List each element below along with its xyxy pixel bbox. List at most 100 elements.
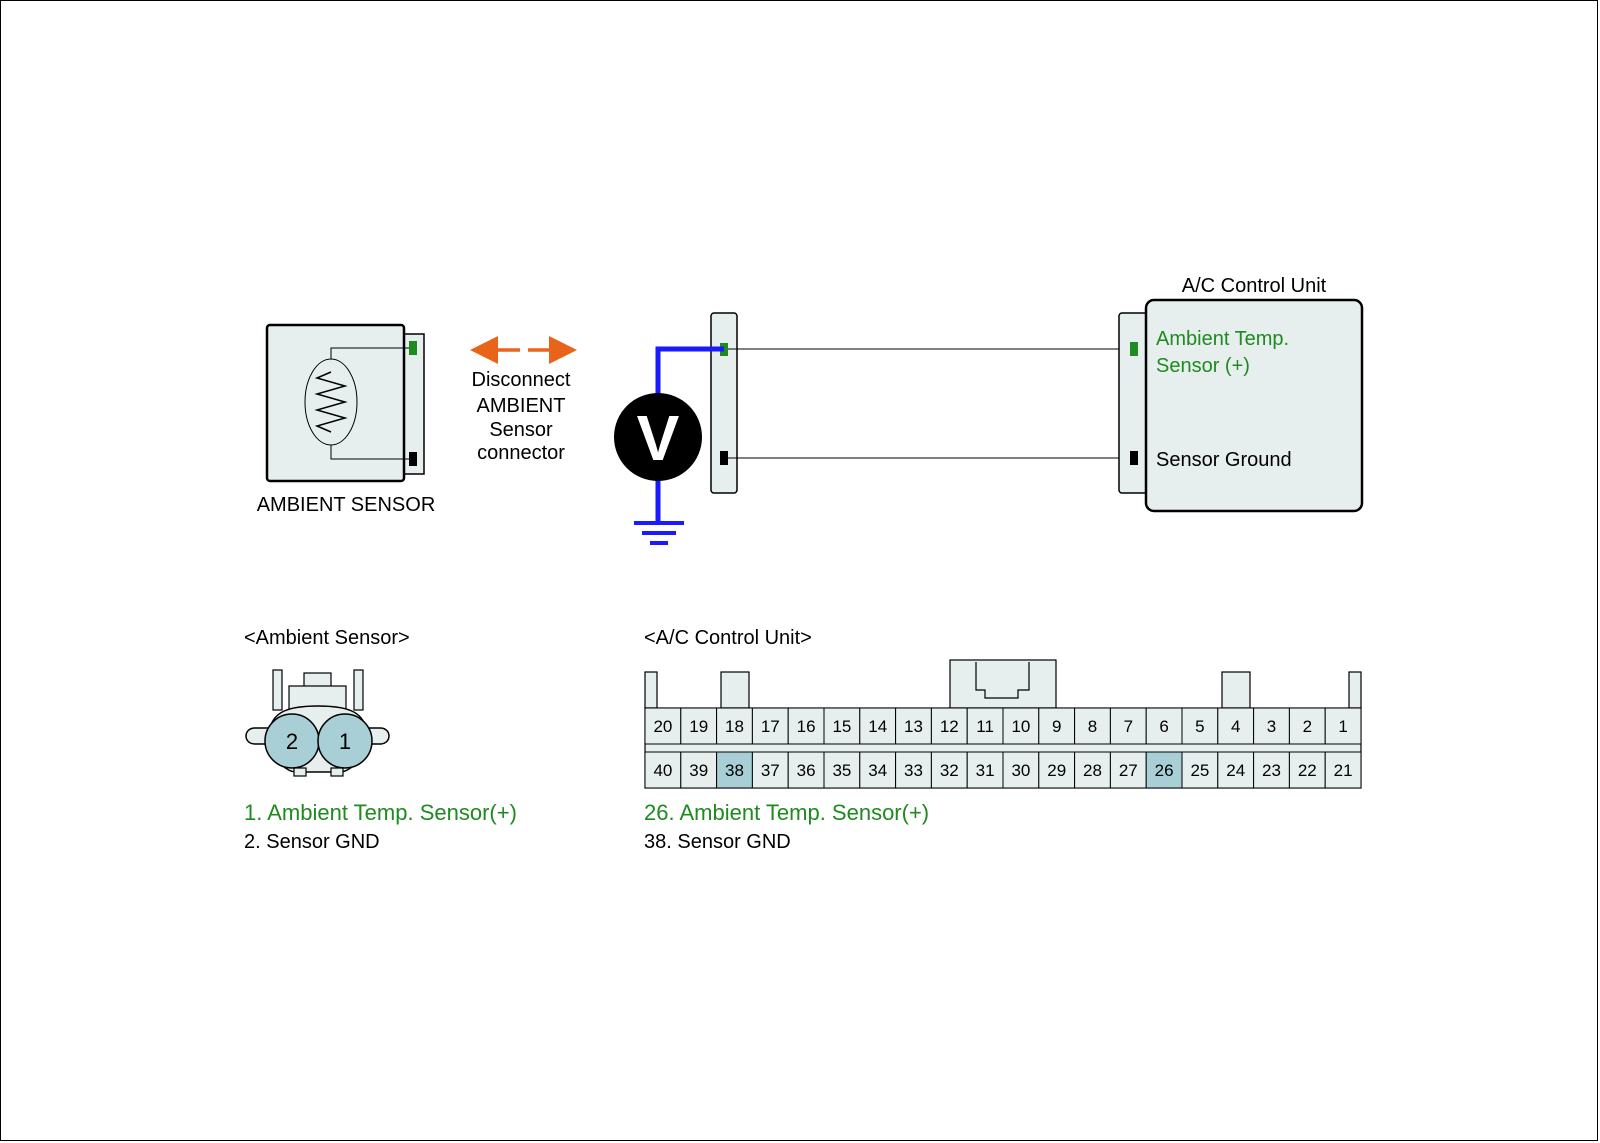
acu-pin-cell-4 xyxy=(1217,707,1255,745)
probe-wire-plus xyxy=(655,346,724,401)
acu-pin-label-2: 2 xyxy=(1303,717,1312,736)
sensor-legend-1: 1. Ambient Temp. Sensor(+) xyxy=(244,800,517,825)
acu-pin-label-25: 25 xyxy=(1190,761,1209,780)
acu-pin-label-37: 37 xyxy=(761,761,780,780)
acu-pin-label-23: 23 xyxy=(1262,761,1281,780)
acu-pin-label-13: 13 xyxy=(904,717,923,736)
acu-pin-label-16: 16 xyxy=(797,717,816,736)
acu-pin-label-18: 18 xyxy=(725,717,744,736)
sensor-pin-ground xyxy=(409,452,417,466)
acu-pin-label-31: 31 xyxy=(976,761,995,780)
acu-title: A/C Control Unit xyxy=(1182,275,1327,297)
acu-pin-label-15: 15 xyxy=(832,717,851,736)
acu-pin-cell-3 xyxy=(1253,707,1290,745)
acu-connector-latch xyxy=(949,659,1057,709)
acu-housing xyxy=(1144,298,1364,513)
sensor-pin-plus xyxy=(409,341,417,355)
acu-pin-cell-12 xyxy=(930,707,968,745)
acu-pin-label-32: 32 xyxy=(940,761,959,780)
acu-pin-cell-28 xyxy=(1074,751,1111,789)
acu-pin-cell-40 xyxy=(644,751,682,789)
acu-pin-cell-6 xyxy=(1145,707,1183,745)
harness-pin-ground xyxy=(720,451,728,465)
acu-pin-label-14: 14 xyxy=(868,717,887,736)
disconnect-line2: AMBIENT xyxy=(477,395,566,417)
disconnect-note: Disconnect AMBIENT Sensor connector xyxy=(470,336,577,464)
acu-pin-cell-13 xyxy=(895,707,932,745)
acu-pin-cell-14 xyxy=(859,707,897,745)
acu-pin-plus-label-2: Sensor (+) xyxy=(1156,355,1250,377)
acu-pin-label-9: 9 xyxy=(1052,717,1061,736)
acu-pin-label-7: 7 xyxy=(1124,717,1133,736)
voltmeter-symbol: V xyxy=(637,402,680,474)
acu-pin-cell-25 xyxy=(1181,751,1219,789)
sensor-connector-title: <Ambient Sensor> xyxy=(244,627,410,649)
acu-pin-cell-32 xyxy=(930,751,968,789)
acu-pin-label-17: 17 xyxy=(761,717,780,736)
disconnect-line3: Sensor xyxy=(489,419,553,441)
ambient-sensor: AMBIENT SENSOR xyxy=(257,323,436,516)
sensor-pin-2-label: 2 xyxy=(286,729,298,754)
acu-pin-label-28: 28 xyxy=(1083,761,1102,780)
acu-pin-label-12: 12 xyxy=(940,717,959,736)
acu-pin-label-35: 35 xyxy=(832,761,851,780)
acu-pin-plus-label-1: Ambient Temp. xyxy=(1156,328,1289,350)
acu-pin-cell-30 xyxy=(1002,751,1040,789)
disconnect-line4: connector xyxy=(477,442,565,464)
acu-pin-cell-19 xyxy=(680,707,718,745)
acu-pin-label-40: 40 xyxy=(653,761,672,780)
acu-pin-cell-23 xyxy=(1253,751,1290,789)
acu-pin-cell-31 xyxy=(966,751,1004,789)
acu-pin-cell-1 xyxy=(1324,707,1362,745)
voltmeter-icon xyxy=(614,393,702,481)
acu-pin-label-26: 26 xyxy=(1155,761,1174,780)
acu-pin-cell-2 xyxy=(1288,707,1326,745)
sensor-pin-1-label: 1 xyxy=(339,729,351,754)
acu-pin-cell-22 xyxy=(1288,751,1326,789)
acu-pin-cell-20 xyxy=(644,707,682,745)
acu-pin-plus xyxy=(1130,342,1138,356)
ac-control-unit: A/C Control Unit Ambient Temp. Sensor (+… xyxy=(1118,275,1364,513)
acu-pin-cell-15 xyxy=(823,707,861,745)
acu-pin-cell-26 xyxy=(1145,751,1183,789)
ground-icon xyxy=(634,521,684,545)
resistor-icon xyxy=(314,371,348,433)
acu-pin-label-3: 3 xyxy=(1267,717,1276,736)
acu-pin-label-27: 27 xyxy=(1119,761,1138,780)
disconnect-line1: Disconnect xyxy=(472,369,571,391)
acu-pin-cell-11 xyxy=(966,707,1004,745)
acu-pin-label-19: 19 xyxy=(689,717,708,736)
harness-connector xyxy=(710,312,738,494)
acu-pin-cell-16 xyxy=(787,707,825,745)
acu-pin-label-38: 38 xyxy=(725,761,744,780)
acu-pin-ground-label: Sensor Ground xyxy=(1156,449,1292,471)
acu-legend-2: 38. Sensor GND xyxy=(644,831,791,853)
acu-connector-title: <A/C Control Unit> xyxy=(644,627,812,649)
acu-pin-label-1: 1 xyxy=(1338,717,1347,736)
acu-pin-label-36: 36 xyxy=(797,761,816,780)
acu-pin-label-22: 22 xyxy=(1298,761,1317,780)
acu-pin-label-29: 29 xyxy=(1047,761,1066,780)
acu-pin-label-11: 11 xyxy=(976,717,994,736)
acu-pin-label-21: 21 xyxy=(1334,761,1353,780)
acu-pin-label-4: 4 xyxy=(1231,717,1240,736)
acu-legend-1: 26. Ambient Temp. Sensor(+) xyxy=(644,800,929,825)
sensor-housing xyxy=(265,323,406,483)
sensor-legend-2: 2. Sensor GND xyxy=(244,831,380,853)
acu-pin-cell-10 xyxy=(1002,707,1040,745)
sensor-connector-face: <Ambient Sensor> 2 1 1. Ambient Temp. Se… xyxy=(244,627,517,853)
acu-pin-cell-21 xyxy=(1324,751,1362,789)
acu-pin-label-8: 8 xyxy=(1088,717,1097,736)
acu-pin-cell-24 xyxy=(1217,751,1255,789)
acu-pin-cell-5 xyxy=(1181,707,1219,745)
sensor-pin-1 xyxy=(317,713,373,769)
acu-pin-label-10: 10 xyxy=(1011,717,1030,736)
acu-pin-label-5: 5 xyxy=(1195,717,1204,736)
acu-pin-label-34: 34 xyxy=(868,761,887,780)
ambient-sensor-label: AMBIENT SENSOR xyxy=(257,494,436,516)
acu-pin-label-20: 20 xyxy=(653,717,672,736)
acu-pin-ground xyxy=(1130,451,1138,465)
acu-pin-cell-29 xyxy=(1038,751,1076,789)
